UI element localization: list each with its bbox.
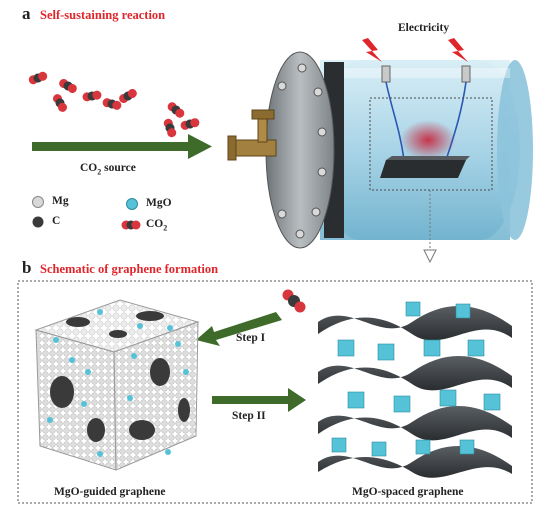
legend-mg-atom [32, 196, 44, 208]
mgo-spaced-caption: MgO-spaced graphene [352, 486, 464, 498]
legend-co2-molecule [121, 220, 141, 230]
reaction-zone-box [369, 97, 493, 191]
co2-source-label: CO2 source [80, 162, 136, 177]
panel-a-letter: a [22, 4, 31, 23]
panel-b-letter: b [22, 258, 32, 277]
legend-mgo-atom [126, 198, 138, 210]
legend-c-atom [32, 216, 44, 228]
gas-valve [227, 109, 277, 161]
legend-co2-label: CO2 [146, 218, 168, 233]
mgo-guided-graphene-cube [34, 299, 200, 471]
electricity-icon [362, 38, 468, 62]
combustion-plume [400, 120, 456, 160]
zoom-connector [423, 190, 437, 264]
reaction-boat [380, 156, 470, 178]
mgo-guided-caption: MgO-guided graphene [54, 486, 166, 498]
mgo-spaced-graphene-structure [318, 301, 512, 478]
panel-b-frame [17, 280, 533, 504]
legend-mgo-label: MgO [146, 197, 172, 209]
step-one-label: Step I [236, 332, 266, 344]
co2-molecules-cloud [28, 71, 200, 138]
panel-b-title: Schematic of graphene formation [40, 262, 219, 276]
co2-source-arrow [32, 134, 212, 159]
panel-a-title: Self-sustaining reaction [40, 8, 166, 22]
legend-c-label: C [52, 215, 61, 227]
incoming-co2-molecule [282, 289, 306, 313]
step-two-arrow [212, 388, 306, 412]
legend-mg-label: Mg [52, 195, 69, 207]
step-one-arrow [196, 312, 282, 346]
flange-plate [265, 51, 335, 249]
step-two-label: Step II [232, 410, 266, 422]
electricity-label: Electricity [398, 22, 450, 34]
